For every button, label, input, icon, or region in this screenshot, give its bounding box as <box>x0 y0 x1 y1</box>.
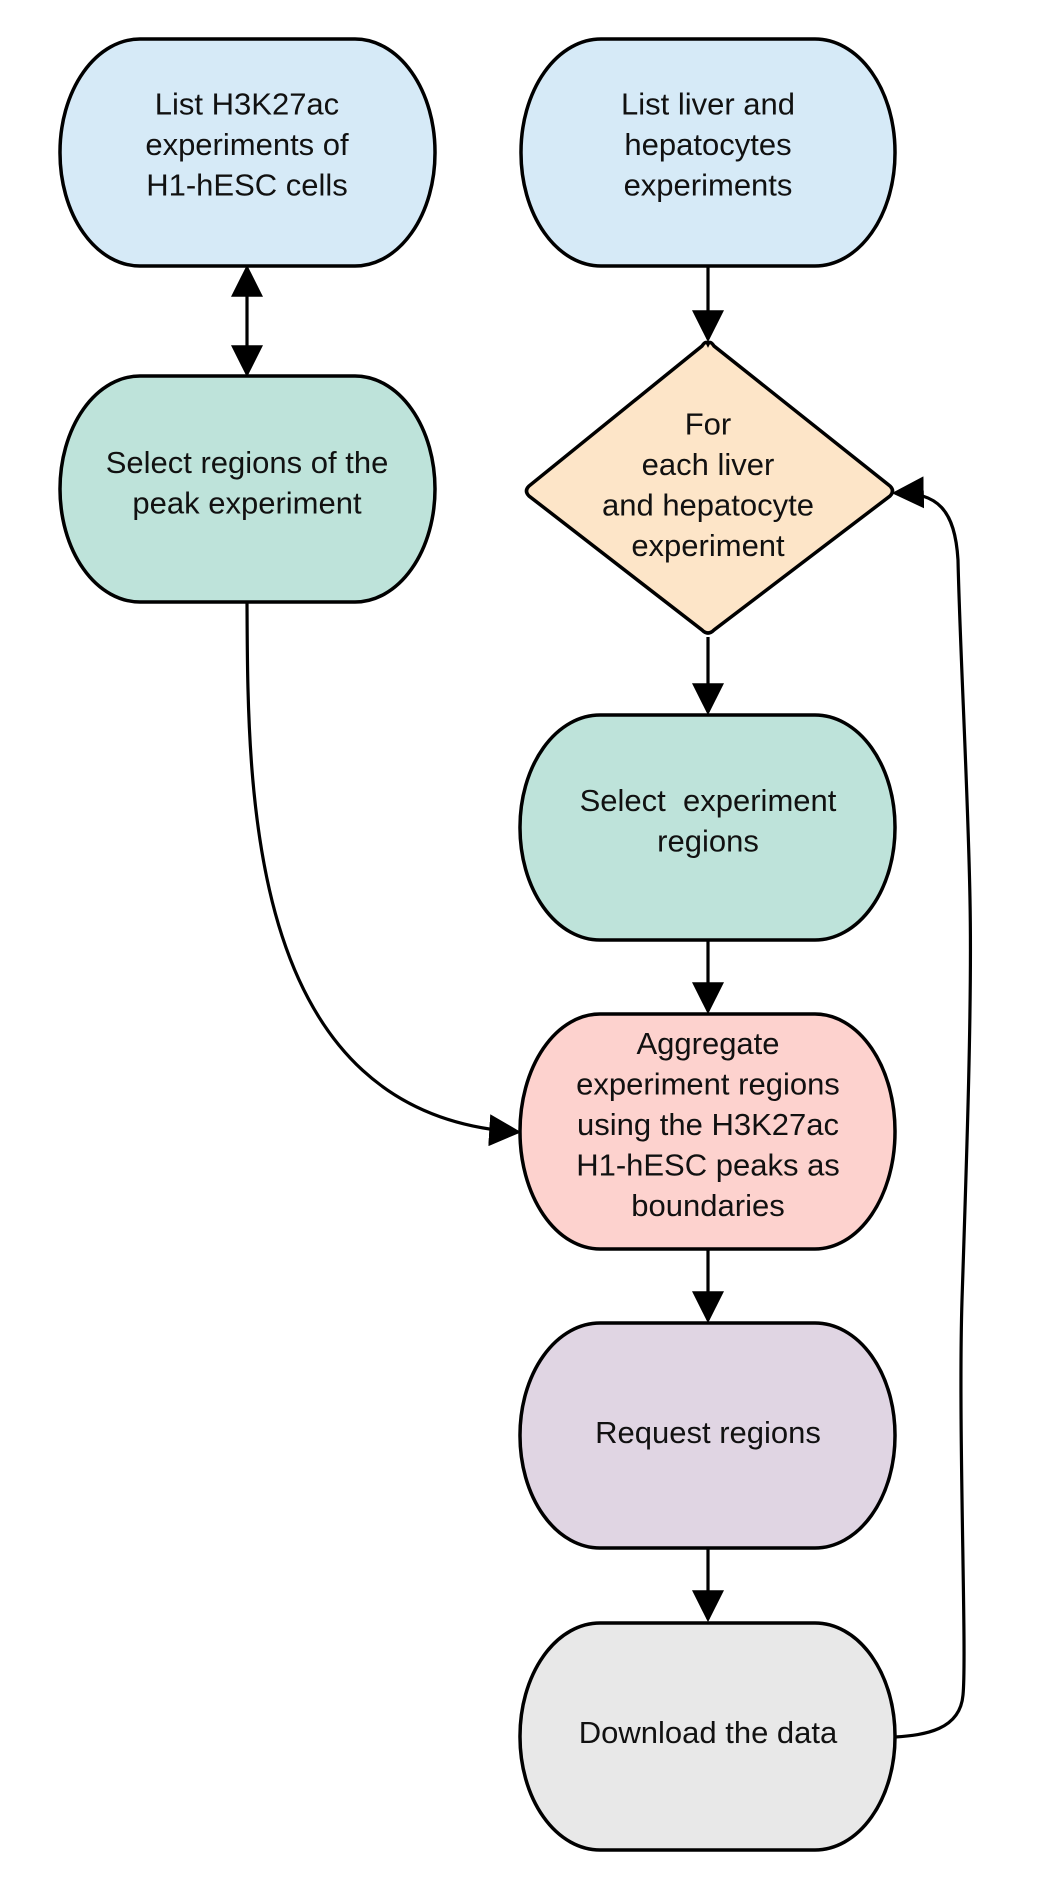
node-for-each-line: each liver <box>642 447 775 482</box>
node-aggregate-line: experiment regions <box>576 1067 840 1102</box>
node-select-peak-shape <box>58 374 437 604</box>
node-select-peak: Select regions of the peak experiment <box>58 374 437 604</box>
node-select-experiment-shape <box>518 713 897 942</box>
node-download-line: Download the data <box>579 1715 838 1750</box>
node-list-h3k27ac: List H3K27ac experiments of H1-hESC cells <box>58 37 437 268</box>
node-aggregate: Aggregate experiment regions using the H3K… <box>518 1012 897 1251</box>
node-list-liver: List liver and hepatocytes experiments <box>519 37 897 268</box>
node-aggregate-line: boundaries <box>631 1188 784 1223</box>
edge-select-peak-aggregate <box>245 601 522 1147</box>
node-list-liver-line: hepatocytes <box>624 127 791 162</box>
node-aggregate-line: Aggregate <box>636 1026 779 1061</box>
node-for-each-line: For <box>685 406 732 441</box>
node-for-each-line: and hepatocyte <box>602 487 814 522</box>
node-select-peak-line: peak experiment <box>132 485 362 520</box>
node-for-each-line: experiment <box>631 528 785 563</box>
node-list-liver-line: experiments <box>624 168 793 203</box>
node-request-text: Request regions <box>595 1415 821 1450</box>
node-request-line: Request regions <box>595 1415 821 1450</box>
node-list-liver-line: List liver and <box>621 87 795 122</box>
node-request: Request regions <box>518 1321 897 1550</box>
node-select-experiment: Select experiment regions <box>518 713 897 942</box>
node-for-each: For each liver and hepatocyte experiment <box>524 340 895 635</box>
node-download-text: Download the data <box>579 1715 838 1750</box>
node-select-peak-text: Select regions of the peak experiment <box>106 445 389 521</box>
node-select-experiment-text: Select experiment regions <box>580 783 837 859</box>
node-request-shape <box>518 1321 897 1550</box>
node-aggregate-shape <box>518 1012 897 1251</box>
node-list-h3k27ac-line: List H3K27ac <box>155 87 339 122</box>
node-select-peak-line: Select regions of the <box>106 445 389 480</box>
node-aggregate-line: using the H3K27ac <box>577 1107 839 1142</box>
node-aggregate-text: Aggregate experiment regions using the H3K… <box>576 1026 840 1223</box>
node-for-each-shape <box>524 340 895 635</box>
node-list-h3k27ac-line: experiments of <box>145 127 349 162</box>
node-list-liver-text: List liver and hepatocytes experiments <box>621 87 795 203</box>
node-list-h3k27ac-shape <box>58 37 437 268</box>
node-aggregate-line: H1-hESC peaks as <box>576 1148 840 1183</box>
edge-download-for-each <box>891 476 973 1739</box>
node-list-liver-shape <box>519 37 897 268</box>
node-download-shape <box>518 1621 897 1852</box>
node-select-experiment-line: Select experiment <box>580 783 837 818</box>
node-list-h3k27ac-line: H1-hESC cells <box>146 168 348 203</box>
node-list-h3k27ac-text: List H3K27ac experiments of H1-hESC cells <box>145 87 349 203</box>
node-select-experiment-line: regions <box>657 823 759 858</box>
node-download: Download the data <box>518 1621 897 1852</box>
node-for-each-text: For each liver and hepatocyte experiment <box>602 406 814 563</box>
